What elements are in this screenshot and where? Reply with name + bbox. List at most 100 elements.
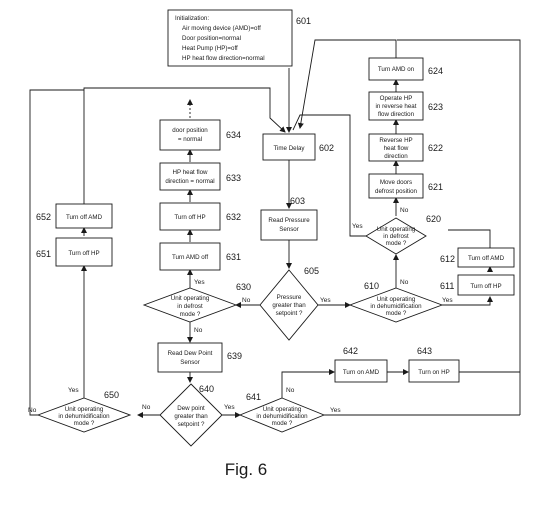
- edge-label-650-yes: Yes: [68, 387, 79, 394]
- decision-620: Unit operating in defrost mode ? 620: [365, 214, 441, 255]
- decision-641-line: mode ?: [272, 420, 293, 427]
- decision-640-line: greater than: [174, 413, 208, 420]
- node-622-ref: 622: [428, 143, 443, 153]
- decision-641: Unit operating in dehumidification mode …: [238, 392, 326, 433]
- node-639-line: Sensor: [180, 359, 200, 366]
- decision-640: Dew point greater than setpoint ? 640: [159, 383, 223, 447]
- edge-label-630-yes: Yes: [194, 279, 205, 286]
- node-601-line: Initialization:: [175, 15, 209, 22]
- node-623-ref: 623: [428, 102, 443, 112]
- node-621: Move doors defrost position 621: [368, 173, 443, 199]
- edge-label-641-no: No: [286, 387, 295, 394]
- node-602-line: Time Delay: [273, 145, 305, 152]
- node-623-line: flow direction: [378, 111, 415, 118]
- node-633-line: HP heat flow: [173, 169, 208, 176]
- node-603: Read Pressure Sensor 603: [260, 196, 318, 241]
- decision-640-line: setpoint ?: [178, 421, 205, 428]
- node-602-ref: 602: [319, 143, 334, 153]
- node-612-line: Turn off AMD: [468, 255, 505, 262]
- decision-630-ref: 630: [236, 282, 251, 292]
- decision-650-line: mode ?: [74, 420, 95, 427]
- node-651-line: Turn off HP: [68, 250, 99, 257]
- node-601: Initialization: Air moving device (AMD)=…: [167, 9, 311, 67]
- node-643: Turn on HP 643: [408, 346, 460, 383]
- node-632-line: Turn off HP: [174, 214, 205, 221]
- edge-label-610-yes: Yes: [442, 297, 453, 304]
- node-643-ref: 643: [417, 346, 432, 356]
- node-634-line: = normal: [178, 136, 202, 143]
- decision-641-line: in dehumidification: [256, 413, 308, 420]
- node-652-ref: 652: [36, 212, 51, 222]
- node-639-line: Read Dew Point: [168, 350, 213, 357]
- node-652: Turn off AMD 652: [36, 203, 113, 229]
- node-633-line: direction = normal: [165, 178, 214, 185]
- decision-650-line: Unit operating: [65, 406, 104, 413]
- node-634-ref: 634: [226, 130, 241, 140]
- node-623-line: Operate HP: [380, 95, 413, 102]
- decision-620-line: mode ?: [386, 240, 407, 247]
- decision-650-ref: 650: [104, 390, 119, 400]
- node-611-ref: 611: [440, 281, 454, 291]
- decision-620-line: in defrost: [383, 233, 409, 240]
- node-624-line: Turn AMD on: [378, 66, 415, 73]
- decision-610-line: Unit operating: [377, 296, 416, 303]
- node-612: Turn off AMD 612: [440, 247, 515, 268]
- edge-label-630-no: No: [194, 327, 203, 334]
- node-642: Turn on AMD 642: [334, 346, 388, 383]
- edge-label-650-no: No: [28, 407, 37, 414]
- decision-641-ref: 641: [246, 392, 261, 402]
- node-632-ref: 632: [226, 212, 241, 222]
- decision-620-line: Unit operating: [377, 226, 416, 233]
- node-652-line: Turn off AMD: [66, 214, 103, 221]
- node-624-ref: 624: [428, 66, 443, 76]
- decision-650-line: in dehumidification: [58, 413, 110, 420]
- node-631-ref: 631: [226, 252, 241, 262]
- node-612-ref: 612: [440, 254, 455, 264]
- node-633-ref: 633: [226, 173, 241, 183]
- edge-label-641-yes: Yes: [330, 407, 341, 414]
- node-622-line: direction: [384, 153, 408, 160]
- node-634: door position = normal 634: [159, 119, 241, 151]
- node-611-line: Turn off HP: [470, 283, 501, 290]
- edge-label-605-yes: Yes: [320, 297, 331, 304]
- node-633: HP heat flow direction = normal 633: [159, 162, 241, 191]
- node-624: Turn AMD on 624: [368, 57, 443, 81]
- node-622-line: heat flow: [384, 145, 409, 152]
- node-642-ref: 642: [343, 346, 358, 356]
- edge-label-640-yes: Yes: [224, 404, 235, 411]
- node-601-line: HP heat flow direction=normal: [182, 55, 265, 62]
- node-621-ref: 621: [428, 182, 443, 192]
- decision-641-line: Unit operating: [263, 406, 302, 413]
- decision-640-line: Dew point: [177, 405, 205, 412]
- decision-605-line: setpoint ?: [276, 310, 303, 317]
- node-622: Reverse HP heat flow direction 622: [368, 133, 443, 162]
- node-632: Turn off HP 632: [159, 202, 241, 231]
- decision-610-line: mode ?: [386, 310, 407, 317]
- node-631-line: Turn AMD off: [172, 254, 208, 261]
- edge-labels: Yes No Yes No No Yes Yes No Yes No No Ye…: [28, 207, 453, 414]
- node-603-line: Sensor: [279, 226, 299, 233]
- decision-640-ref: 640: [199, 384, 214, 394]
- edge-label-605-no: No: [242, 297, 251, 304]
- decision-630-line: Unit operating: [171, 295, 210, 302]
- node-603-line: Read Pressure: [268, 217, 310, 224]
- decision-605-line: greater than: [272, 302, 306, 309]
- node-642-line: Turn on AMD: [343, 369, 380, 376]
- node-603-ref: 603: [290, 196, 305, 206]
- node-602: Time Delay 602: [262, 133, 334, 161]
- decision-605: Pressure greater than setpoint ? 605: [259, 266, 319, 341]
- node-651-ref: 651: [36, 249, 51, 259]
- edge-label-640-no: No: [142, 404, 151, 411]
- connectors: [29, 39, 521, 418]
- node-611: Turn off HP 611: [440, 274, 515, 296]
- figure-caption: Fig. 6: [225, 460, 268, 479]
- node-634-line: door position: [172, 127, 208, 134]
- node-601-line: Door position=normal: [182, 35, 241, 42]
- node-601-ref: 601: [296, 16, 311, 26]
- decision-630-line: mode ?: [180, 311, 201, 318]
- decision-605-ref: 605: [304, 266, 319, 276]
- decision-630-line: in defrost: [177, 303, 203, 310]
- decision-605-line: Pressure: [277, 294, 302, 301]
- decision-630: Unit operating in defrost mode ? 630: [142, 282, 251, 323]
